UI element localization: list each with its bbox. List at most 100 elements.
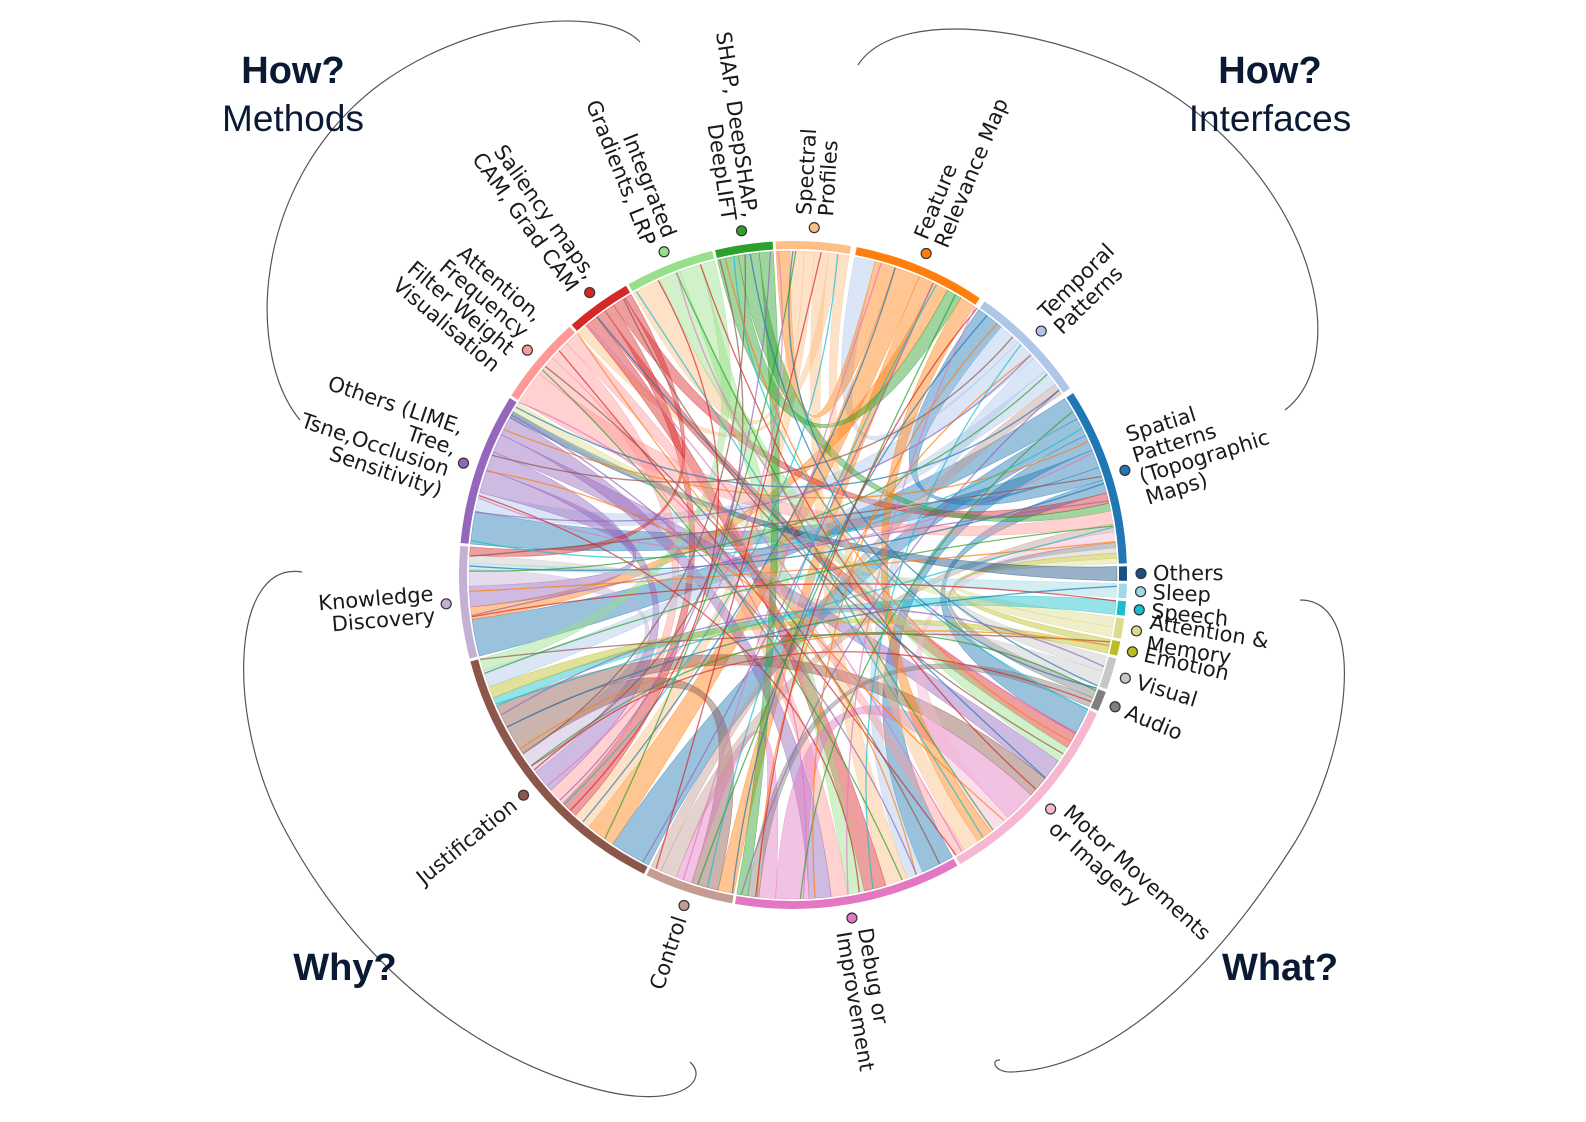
ribbon-shap-spatial bbox=[737, 252, 1111, 522]
label-line: Audio bbox=[1122, 700, 1186, 745]
chord-line bbox=[576, 332, 1005, 822]
label-justification: Justification bbox=[410, 793, 522, 890]
marker-temporal bbox=[1035, 325, 1047, 337]
ribbon-spectral-debug bbox=[810, 251, 908, 886]
marker-integrated bbox=[658, 246, 670, 258]
marker-spectral bbox=[808, 222, 820, 234]
marker-justification bbox=[517, 789, 530, 801]
label-temporal: TemporalPatterns bbox=[1033, 239, 1135, 340]
label-line: Sleep bbox=[1152, 580, 1211, 607]
label-sleep: Sleep bbox=[1152, 580, 1211, 607]
label-shap: SHAP, DeepSHAP,DeepLIFT bbox=[689, 30, 762, 223]
label-debug: Debug orImprovement bbox=[831, 926, 900, 1073]
methods-subtitle: Methods bbox=[222, 98, 364, 139]
chord-line bbox=[731, 315, 988, 894]
chord-line bbox=[558, 350, 957, 856]
ribbon-emotion-spatial bbox=[952, 552, 1117, 647]
label-line: Spectral bbox=[792, 128, 821, 216]
chord-line bbox=[469, 373, 1048, 572]
marker-debug bbox=[846, 912, 858, 924]
chord-line bbox=[635, 290, 984, 838]
ribbon-spatial-motor bbox=[940, 479, 1107, 734]
ribbon-speech-justification bbox=[492, 595, 1117, 707]
ribbon-integrated-justification bbox=[479, 260, 731, 671]
label-others_what: Others bbox=[1153, 561, 1224, 585]
ribbon-temporal-feature bbox=[841, 256, 1019, 441]
arc-audio bbox=[1090, 689, 1106, 711]
chord-line bbox=[533, 651, 1092, 771]
arc-temporal bbox=[979, 301, 1070, 393]
label-line: Others bbox=[1153, 561, 1224, 585]
chord-line bbox=[510, 414, 918, 875]
arc-attn_filter bbox=[511, 326, 575, 400]
chord-line bbox=[522, 254, 747, 755]
chord-line bbox=[503, 428, 1089, 499]
bracket-why bbox=[243, 570, 697, 1098]
ribbon-shap-feature bbox=[717, 255, 962, 428]
chord-line bbox=[470, 427, 1083, 559]
bracket-interfaces bbox=[857, 28, 1319, 411]
ribbon-attn_filter-spatial bbox=[519, 373, 1114, 536]
chord-line bbox=[485, 470, 917, 875]
chord-line bbox=[506, 585, 1117, 728]
chord-line bbox=[530, 259, 744, 767]
marker-sleep bbox=[1134, 586, 1147, 598]
ribbon-debug-motor bbox=[775, 705, 1032, 900]
quadrant-brackets bbox=[243, 20, 1345, 1098]
interfaces-title: How? bbox=[1218, 50, 1321, 92]
chord-line bbox=[563, 254, 839, 805]
chord-line bbox=[623, 298, 1064, 755]
ribbon-attn_filter-motor bbox=[565, 333, 965, 857]
quadrant-title-methods: How? Methods bbox=[222, 50, 364, 139]
chord-line bbox=[586, 324, 963, 852]
chord-line bbox=[682, 263, 882, 881]
chord-line bbox=[500, 607, 1105, 716]
label-knowledge: KnowledgeDiscovery bbox=[317, 582, 436, 637]
chord-line bbox=[675, 272, 994, 831]
label-spatial: SpatialPatterns(TopographicMaps) bbox=[1123, 383, 1279, 510]
chord-line bbox=[471, 500, 1109, 617]
marker-speech bbox=[1133, 604, 1145, 616]
label-motor: Motor Movementsor Imagery bbox=[1044, 800, 1215, 961]
chord-line bbox=[724, 258, 1072, 742]
label-integrated: IntegratedGradients, LRP bbox=[581, 88, 681, 249]
marker-others_what bbox=[1135, 567, 1147, 580]
chord-line bbox=[740, 389, 1060, 896]
chord-line bbox=[755, 307, 978, 897]
chord-line bbox=[469, 482, 1105, 572]
marker-audio bbox=[1109, 701, 1121, 713]
marker-spatial bbox=[1119, 464, 1131, 476]
marker-shap bbox=[735, 225, 748, 237]
bracket-methods bbox=[266, 20, 641, 421]
why-title: Why? bbox=[293, 947, 396, 989]
chord-line bbox=[642, 282, 934, 863]
marker-visual bbox=[1119, 672, 1131, 684]
ribbon-control-spatial bbox=[660, 523, 1115, 878]
arc-spectral bbox=[775, 241, 851, 254]
chord-line bbox=[469, 475, 1102, 557]
chord-line bbox=[846, 306, 976, 895]
chord-line bbox=[733, 256, 1089, 710]
arc-feature bbox=[855, 247, 980, 305]
marker-feature bbox=[920, 247, 932, 260]
arc-control bbox=[646, 868, 734, 904]
marker-control bbox=[678, 899, 690, 912]
label-audio: Audio bbox=[1122, 700, 1186, 745]
chord-line bbox=[478, 452, 1094, 550]
marker-emotion bbox=[1126, 646, 1139, 658]
ribbon-feature-justification bbox=[588, 267, 920, 845]
quadrant-title-interfaces: How? Interfaces bbox=[1189, 50, 1351, 139]
chord-line bbox=[544, 365, 941, 865]
label-line: Profiles bbox=[814, 140, 843, 218]
chord-line bbox=[515, 389, 1060, 488]
chord-line bbox=[865, 344, 1022, 890]
ribbon-shap-debug bbox=[736, 251, 780, 897]
marker-others_how bbox=[457, 457, 470, 469]
chord-line bbox=[478, 494, 860, 893]
arc-integrated bbox=[628, 250, 715, 292]
ribbon-motor-spatial bbox=[915, 531, 1116, 832]
chord-line bbox=[749, 253, 1097, 689]
bracket-what bbox=[994, 599, 1345, 1073]
chord-line bbox=[559, 251, 772, 801]
